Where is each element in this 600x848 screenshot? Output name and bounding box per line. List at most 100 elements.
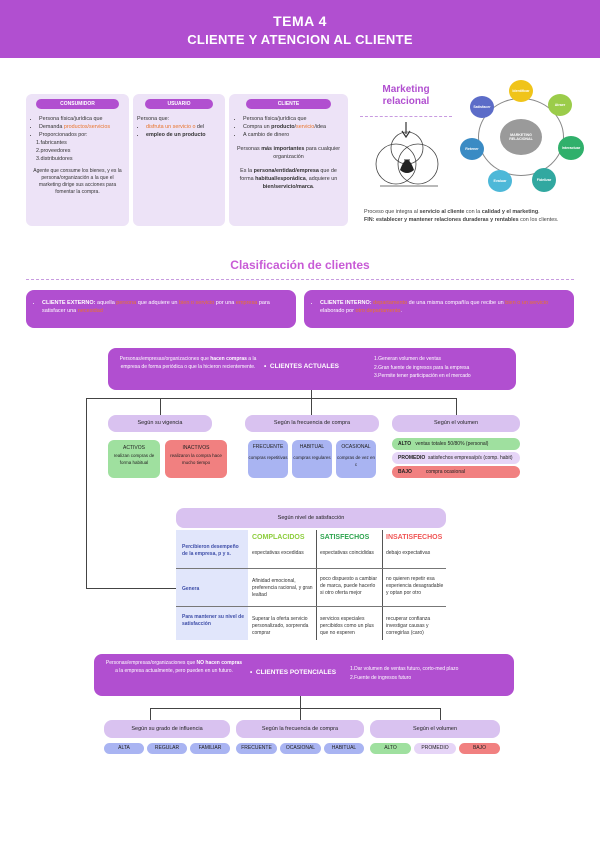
actuales-right: 1.Generan volumen de ventas 2.Gran fuent… [374,355,514,381]
list-item: 1.Dar volumen de ventas futuro, corto-me… [350,666,459,672]
promedio-desc: satisfechos empresa/p/s (comp. habit) [428,455,513,461]
page-subtitle: CLIENTE Y ATENCION AL CLIENTE [187,32,413,47]
volumen-pot-promedio: PROMEDIO [414,743,456,754]
cycle-item-fidelizar: Fidelizar [532,168,556,192]
influencia-regular: REGULAR [147,743,187,754]
activos-label: ACTIVOS [123,445,145,451]
volumen-pot-alto: ALTO [370,743,411,754]
table-cell: poco dispuesto a cambiar de marca, puede… [320,576,377,596]
volumen-header: Según el volumen [392,415,520,432]
cycle-item-interactuar: Interactuar [558,136,584,160]
table-cell: expectativas excedidas [252,550,304,556]
consumidor-list: Persona física/jurídica que Demanda prod… [30,115,125,139]
col-satisfechos: SATISFECHOS [320,534,370,541]
title-banner: TEMA 4 CLIENTE Y ATENCION AL CLIENTE [0,0,600,58]
connector [311,390,313,398]
col-complacidos: COMPLACIDOS [252,534,305,541]
marketing-drawing [375,122,439,187]
cycle-center: MARKETING RELACIONAL [500,119,542,155]
volumen-promedio: PROMEDIO satisfechos empresa/p/s (comp. … [392,452,520,464]
frecuencia-habitual: HABITUAL [324,743,364,754]
potenciales-title: • CLIENTES POTENCIALES [250,669,337,676]
cycle-item-identificar: Identificar [509,80,533,102]
potenciales-right: 1.Dar volumen de ventas futuro, corto-me… [350,665,510,683]
clientes-actuales-box: Personas/empresas/organizaciones que hac… [108,348,516,390]
table-cell: recuperar confianza investigar causas y … [386,616,431,636]
marketing-divider [360,116,452,117]
actuales-title: • CLIENTES ACTUALES [264,363,339,370]
marketing-process: Proceso que integra al servicio al clien… [364,209,559,223]
cliente-list: Persona física/jurídica que Compra un pr… [234,115,343,139]
satisfaccion-header: Según nivel de satisfacción [176,508,446,528]
table-cell: Afinidad emocional, preferencia racional… [252,578,313,598]
connector [150,708,440,710]
cycle-item-evaluar: Evaluar [488,170,512,192]
influencia-alta: ALTA [104,743,144,754]
marketing-title: Marketing relacional [382,84,430,107]
connector [456,398,458,415]
table-cell: no quieren repetir esa experiencia desag… [386,576,444,596]
vigencia-header: Según su vigencia [108,415,212,432]
inactivos-label: INACTIVOS [182,445,210,451]
potenciales-left: Personas/empresas/organizaciones que NO … [105,660,243,674]
inactivos-desc: realizaron la compra hace mucho tiempo [170,453,222,465]
ocasional-desc: compras de vez en c [336,455,376,467]
volumen-pot-bajo: BAJO [459,743,500,754]
list-item: Persona física/jurídica que [39,115,125,123]
frecuencia-frecuente: FRECUENTE [236,743,277,754]
usuario-lead: Persona que: [137,116,170,122]
frecuencia-header: Según la frecuencia de compra [245,415,379,432]
list-item: 2.proveedores [36,148,71,154]
row-mantener-h: Para mantener su nivel de satisfacción [182,614,244,627]
usuario-label: USUARIO [145,99,213,109]
cliente-label: CLIENTE [246,99,331,109]
frecuente-chip: FRECUENTE compras repetitivas [248,440,288,478]
volumen-alto: ALTO ventas totales 50/80% (personal) [392,438,520,450]
ocasional-chip: OCASIONAL compras de vez en c [336,440,376,478]
list-item: Compra un producto/servicio/idea [243,123,343,131]
frecuencia-pot-header: Según la frecuencia de compra [236,720,364,738]
connector [86,588,176,590]
row-genera-h: Genera [182,586,200,592]
habitual-desc: compras regulares [293,455,331,460]
page-title: TEMA 4 [273,13,327,29]
actuales-title-text: CLIENTES ACTUALES [269,363,339,370]
table-cell: servicios especiales percibidos como un … [320,616,374,636]
consumidor-note: Agente que consume los bienes, y es la p… [33,168,122,195]
list-item: disfruta un servicio o del [146,123,221,131]
connector [150,708,152,720]
list-item: 2.Gran fuente de ingresos para la empres… [374,364,470,371]
influencia-header: Según su grado de influencia [104,720,230,738]
cliente-externo-box: CLIENTE EXTERNO: aquella persona que adq… [26,290,296,328]
connector [300,696,302,708]
usuario-card: USUARIO Persona que: disfruta un servici… [133,94,225,226]
list-item: A cambio de dinero [243,131,343,139]
connector [86,398,456,400]
row-percibieron-h: Percibieron desempeño de la empresa, p y… [182,544,239,557]
clasificacion-title: Clasificación de clientes [230,258,370,272]
ocasional-label: OCASIONAL [341,444,371,450]
alto-label: ALTO [398,441,412,447]
activos-desc: realizan compras de forma habitual [113,453,155,465]
cycle-item-retener: Retener [460,138,484,160]
consumidor-label: CONSUMIDOR [36,99,119,109]
marketing-cycle: MARKETING RELACIONAL Identificar Atraer … [458,78,586,196]
list-item: 3.distribuidores [36,156,73,162]
influencia-familiar: FAMILIAR [190,743,230,754]
actuales-left: Personas/empresas/organizaciones que hac… [119,356,257,370]
alto-desc: ventas totales 50/80% (personal) [415,441,489,447]
satisfaccion-table: COMPLACIDOS SATISFECHOS INSATISFECHOS Pe… [176,530,446,640]
table-cell: Superar la oferta servicio personalizado… [252,616,309,636]
cliente-p2: Es la persona/entidad/empresa que de for… [239,168,338,190]
list-item: Demanda productos/servicios [39,123,125,131]
consumidor-card: CONSUMIDOR Persona física/jurídica que D… [26,94,129,226]
usuario-list: disfruta un servicio o del empleo de un … [137,123,221,139]
habitual-label: HABITUAL [299,444,325,450]
table-cell: debajo expectativas [386,550,431,556]
connector [300,708,302,720]
cliente-interno-box: CLIENTE INTERNO: departamento de una mis… [304,290,574,328]
clasificacion-divider [26,279,574,280]
promedio-label: PROMEDIO [398,455,426,461]
list-item: 1.Generan volumen de ventas [374,356,441,362]
col-insatisfechos: INSATISFECHOS [386,534,443,541]
